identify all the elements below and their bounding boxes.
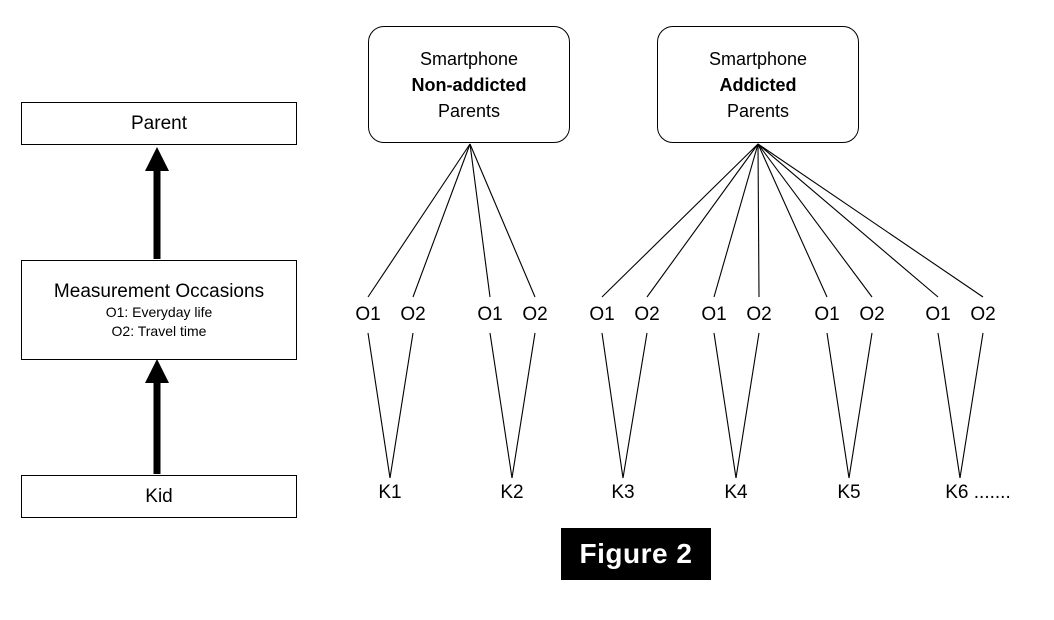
- occasion-label: O2: [970, 304, 996, 325]
- v-occasions-to-kid-k6: [937, 332, 984, 479]
- kid-label: K4: [724, 482, 748, 503]
- occasion-label: O1: [477, 304, 503, 325]
- group-node-line-parents: Parents: [437, 100, 501, 121]
- kid-label: K6 .......: [945, 482, 1011, 503]
- occasion-label: O1: [589, 304, 615, 325]
- occasion-label: O2: [746, 304, 772, 325]
- occasion-label: O2: [400, 304, 426, 325]
- group-node-line-smartphone: Smartphone: [708, 48, 808, 69]
- group-node-line-non-addicted: Non-addicted: [411, 74, 527, 95]
- group-node-line-smartphone: Smartphone: [419, 48, 519, 69]
- level-box-kid-label: Kid: [145, 486, 173, 507]
- fan-addicted-to-occasions: [601, 143, 984, 298]
- measurement-occasion-o1-description: O1: Everyday life: [105, 303, 213, 320]
- group-node-non-addicted-parents: Smartphone Non-addicted Parents: [368, 26, 570, 143]
- measurement-occasion-o2-description: O2: Travel time: [111, 322, 207, 339]
- group-node-addicted-parents: Smartphone Addicted Parents: [657, 26, 859, 143]
- group-node-line-addicted: Addicted: [719, 74, 797, 95]
- level-box-parent: Parent: [21, 102, 297, 145]
- occasion-label: O2: [522, 304, 548, 325]
- level-box-measurement-label: Measurement Occasions: [53, 280, 265, 302]
- level-box-measurement-occasions: Measurement Occasions O1: Everyday life …: [21, 260, 297, 360]
- v-occasions-to-kid-k1: [367, 332, 414, 479]
- kid-label: K2: [500, 482, 524, 503]
- level-box-parent-label: Parent: [131, 113, 187, 134]
- kid-label: K5: [837, 482, 861, 503]
- occasion-label: O2: [634, 304, 660, 325]
- occasion-label: O2: [859, 304, 885, 325]
- kid-label: K3: [611, 482, 635, 503]
- arrow-kid-to-measurement: [145, 359, 169, 474]
- v-occasions-to-kid-k3: [601, 332, 648, 479]
- level-box-kid: Kid: [21, 475, 297, 518]
- figure-caption: Figure 2: [561, 528, 711, 580]
- occasion-label: O1: [925, 304, 951, 325]
- v-occasions-to-kid-k2: [489, 332, 536, 479]
- occasion-label: O1: [814, 304, 840, 325]
- fan-nonaddicted-to-occasions: [367, 143, 536, 298]
- group-node-line-parents: Parents: [726, 100, 790, 121]
- v-occasions-to-kid-k4: [713, 332, 760, 479]
- occasion-label: O1: [355, 304, 381, 325]
- occasion-label: O1: [701, 304, 727, 325]
- arrow-measurement-to-parent: [145, 147, 169, 259]
- v-occasions-to-kid-k5: [826, 332, 873, 479]
- kid-label: K1: [378, 482, 402, 503]
